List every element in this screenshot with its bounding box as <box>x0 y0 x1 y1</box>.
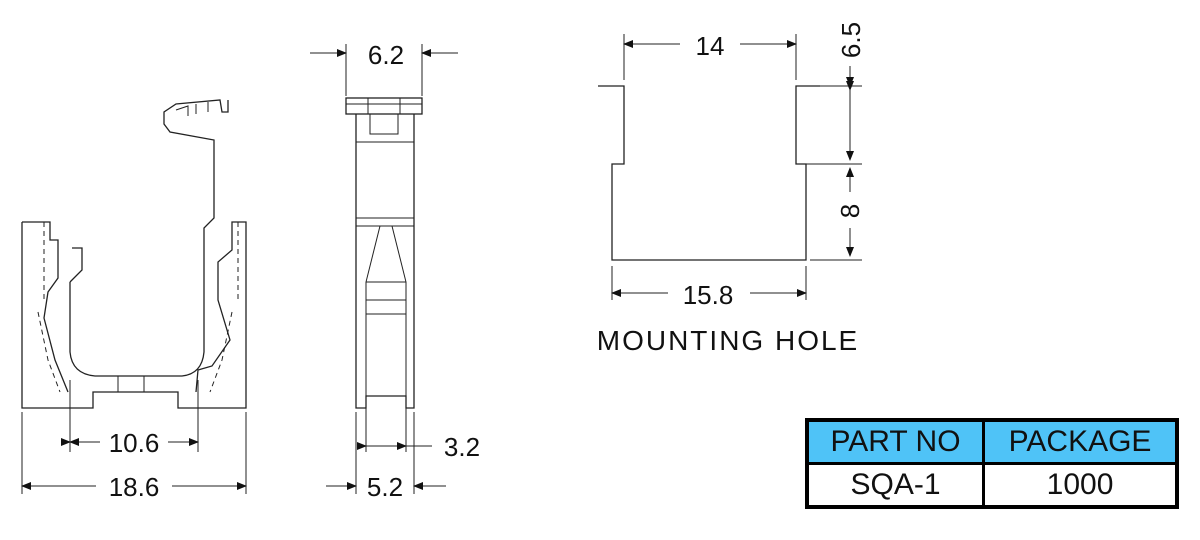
header-part-no: PART NO <box>805 418 986 465</box>
dim-hole-lower-height: 8 <box>835 204 865 218</box>
dim-hole-bottom-width: 15.8 <box>683 280 734 310</box>
cell-package: 1000 <box>982 462 1179 509</box>
side-view: 6.2 3.2 5.2 <box>310 40 480 502</box>
dim-hole-top-width: 14 <box>696 31 725 61</box>
header-package: PACKAGE <box>982 418 1179 465</box>
dim-front-inner-width: 10.6 <box>109 428 160 458</box>
dim-hole-upper-height: 6.5 <box>836 22 866 58</box>
part-spec-table: PART NO PACKAGE SQA-1 1000 <box>805 418 1179 509</box>
table-header-row: PART NO PACKAGE <box>805 418 1179 465</box>
dim-front-outer-width: 18.6 <box>109 472 160 502</box>
cell-part-no: SQA-1 <box>805 462 986 509</box>
mounting-hole-view: 14 15.8 6.5 8 MOUNTING HOLE <box>597 22 866 356</box>
dim-side-top-width: 6.2 <box>368 40 404 70</box>
table-row: SQA-1 1000 <box>805 462 1179 509</box>
front-view: 10.6 18.6 <box>21 99 247 502</box>
dim-side-base-width: 5.2 <box>367 472 403 502</box>
dim-side-slot-width: 3.2 <box>444 432 480 462</box>
mounting-hole-caption: MOUNTING HOLE <box>597 325 859 356</box>
